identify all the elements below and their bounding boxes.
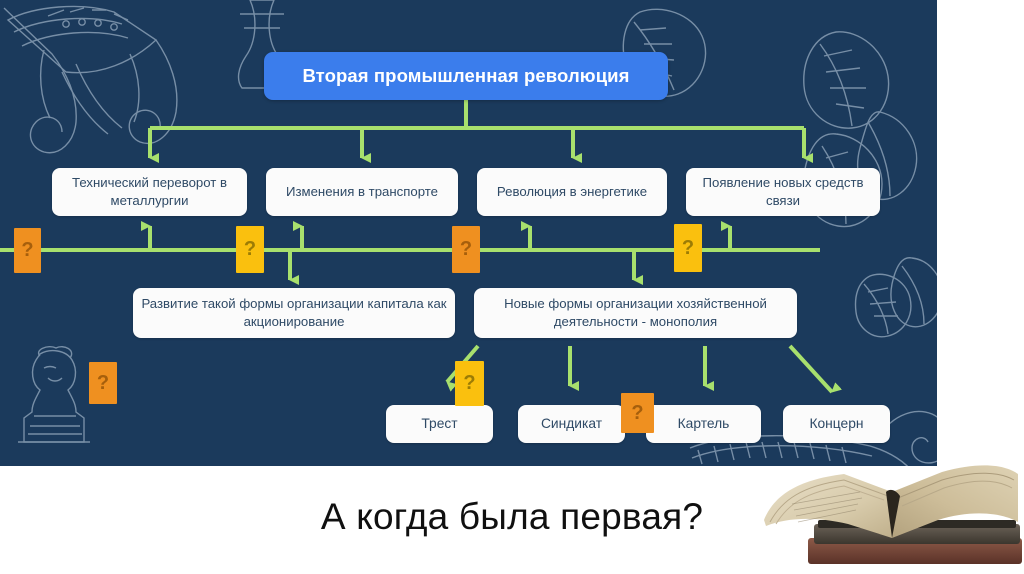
question-mark-icon: ?: [463, 372, 476, 394]
node-transport-changes: Изменения в транспорте: [266, 168, 458, 216]
node-label: Новые формы организации хозяйственной де…: [504, 296, 767, 329]
node-label: Революция в энергетике: [496, 184, 648, 200]
leaf-sketch: [854, 273, 912, 338]
question-badge-trest[interactable]: ?: [455, 361, 484, 406]
node-label: Изменения в транспорте: [286, 184, 438, 200]
question-mark-icon: ?: [243, 238, 257, 260]
open-book-photo: [764, 465, 1022, 564]
question-badge-row-mid-1[interactable]: ?: [236, 226, 264, 273]
slide-panel: Вторая промышленная революция Технически…: [0, 0, 937, 466]
question-badge-row-mid-3[interactable]: ?: [674, 224, 702, 272]
question-mark-icon: ?: [459, 238, 473, 260]
question-badge-lower-left[interactable]: ?: [89, 362, 117, 404]
leaf-sketch: [890, 257, 937, 328]
question-mark-icon: ?: [96, 371, 110, 394]
leaf-sketch: [803, 31, 890, 129]
node-kartel: Картель: [646, 405, 761, 443]
node-capital-joint-stock: Развитие такой формы организации капитал…: [133, 288, 455, 338]
node-label: Технический переворот в металлургии: [72, 175, 227, 208]
node-label: Развитие такой формы организации капитал…: [141, 296, 447, 329]
node-label: Концерн: [809, 415, 864, 431]
slide-caption: А когда была первая?: [320, 496, 704, 537]
ionic-column-sketch: [3, 5, 178, 154]
node-label: Появление новых средств связи: [702, 175, 864, 208]
node-syndikat: Синдикат: [518, 405, 625, 443]
node-label: Трест: [421, 415, 458, 431]
node-technical-metallurgy: Технический переворот в металлургии: [52, 168, 247, 216]
node-energy-revolution: Революция в энергетике: [477, 168, 667, 216]
node-new-communications: Появление новых средств связи: [686, 168, 880, 216]
question-mark-icon: ?: [21, 239, 34, 261]
node-label: Синдикат: [540, 415, 603, 431]
node-monopoly-forms: Новые формы организации хозяйственной де…: [474, 288, 797, 338]
slide-title-text: Вторая промышленная революция: [302, 65, 630, 86]
node-label: Картель: [677, 415, 730, 431]
question-mark-icon: ?: [681, 236, 695, 259]
question-mark-icon: ?: [631, 401, 644, 424]
question-badge-syndikat[interactable]: ?: [621, 393, 654, 433]
statue-sketch: [18, 346, 90, 443]
arrow-diagonal-icon: [788, 344, 843, 394]
question-badge-row-mid-2[interactable]: ?: [452, 226, 480, 273]
slide-title-banner: Вторая промышленная революция: [264, 52, 668, 100]
node-trest: Трест: [386, 405, 493, 443]
question-badge-left-edge[interactable]: ?: [14, 228, 41, 273]
node-koncern: Концерн: [783, 405, 890, 443]
